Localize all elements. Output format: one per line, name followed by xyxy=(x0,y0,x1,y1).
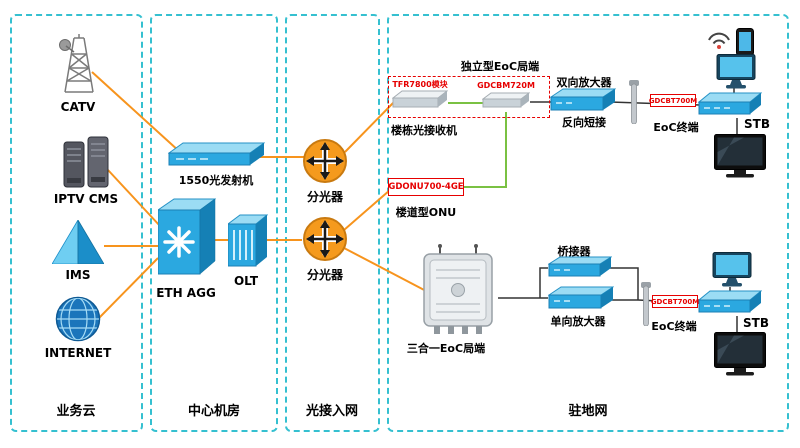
bridge-label: 桥接器 xyxy=(557,245,591,258)
eth-agg-switch-icon xyxy=(156,198,217,286)
standalone-eoc-headend-label: 独立型EoC局端 xyxy=(460,60,540,73)
stb-tv-bottom-icon xyxy=(714,332,766,382)
unidirectional-amplifier-icon xyxy=(547,286,615,314)
iptv-cms-servers-icon xyxy=(62,136,110,192)
section-optical-label: 光接入网 xyxy=(305,404,359,419)
computer-monitor-top-icon xyxy=(716,54,756,94)
bidirectional-amplifier-label: 双向放大器 xyxy=(556,76,612,89)
bidirectional-amplifier-icon xyxy=(549,88,617,116)
transmitter-1550-label: 1550光发射机 xyxy=(178,174,254,187)
section-optical-access-box xyxy=(285,14,380,432)
section-premises-box xyxy=(387,14,789,432)
eoc-terminal-model-top-box: GDCBT700M xyxy=(649,94,697,107)
eoc-terminal-top-label: EoC终端 xyxy=(653,121,699,134)
unidirectional-amplifier-label: 单向放大器 xyxy=(550,315,606,328)
section-premises-label: 驻地网 xyxy=(568,404,608,419)
tfr7800-label: TFR7800模块 xyxy=(392,80,448,89)
gdonu-model-box: GDONU700-4GE xyxy=(388,178,464,196)
catv-tower-icon xyxy=(52,34,104,100)
section-central-label: 中心机房 xyxy=(187,404,241,419)
bridge-device-icon xyxy=(547,256,613,282)
stb-bottom-label: STB xyxy=(743,316,769,330)
tfr7800-module-icon xyxy=(391,90,449,114)
reverse-short-label: 反向短接 xyxy=(562,116,606,129)
computer-monitor-bottom-icon xyxy=(712,252,752,292)
eoc-terminal-switch-top-icon xyxy=(697,92,763,122)
section-cloud-box xyxy=(10,14,143,432)
eoc-terminal-switch-bottom-icon xyxy=(697,290,763,320)
splitter-bottom-label: 分光器 xyxy=(306,268,344,282)
stb-tv-top-icon xyxy=(714,134,766,184)
olt-icon xyxy=(226,214,269,274)
ims-pyramid-icon xyxy=(51,218,105,268)
section-cloud-label: 业务云 xyxy=(56,404,96,419)
splitter-top-label: 分光器 xyxy=(306,190,344,204)
stb-top-label: STB xyxy=(744,117,770,131)
tap-pole-top-icon xyxy=(628,80,640,128)
standalone-eoc-headend-box xyxy=(388,76,550,118)
internet-globe-icon xyxy=(55,296,101,346)
optical-splitter-top-icon xyxy=(302,138,348,188)
section-central-office-box xyxy=(150,14,278,432)
eoc-terminal-model-bottom-box: GDCBT700M xyxy=(651,295,699,308)
ims-label: IMS xyxy=(65,268,91,282)
iptv-cms-label: IPTV CMS xyxy=(53,192,119,206)
wifi-icon xyxy=(706,30,732,54)
gdcbm720m-module-icon xyxy=(481,92,531,114)
eoc-terminal-bottom-label: EoC终端 xyxy=(651,320,697,333)
olt-label: OLT xyxy=(233,274,259,288)
corridor-onu-label: 楼道型ONU xyxy=(395,206,457,219)
catv-label: CATV xyxy=(60,100,96,114)
eth-agg-label: ETH AGG xyxy=(156,286,216,300)
three-in-one-eoc-unit-icon xyxy=(418,244,498,340)
optical-transmitter-1550-icon xyxy=(167,142,266,172)
three-in-one-headend-label: 三合一EoC局端 xyxy=(406,342,486,355)
internet-label: INTERNET xyxy=(44,346,112,360)
building-optical-receiver-label: 楼栋光接收机 xyxy=(391,124,457,137)
gdcbm720m-label: GDCBM720M xyxy=(477,81,535,90)
tablet-icon xyxy=(736,28,754,60)
optical-splitter-bottom-icon xyxy=(302,216,348,266)
tap-pole-bottom-icon xyxy=(640,282,652,330)
